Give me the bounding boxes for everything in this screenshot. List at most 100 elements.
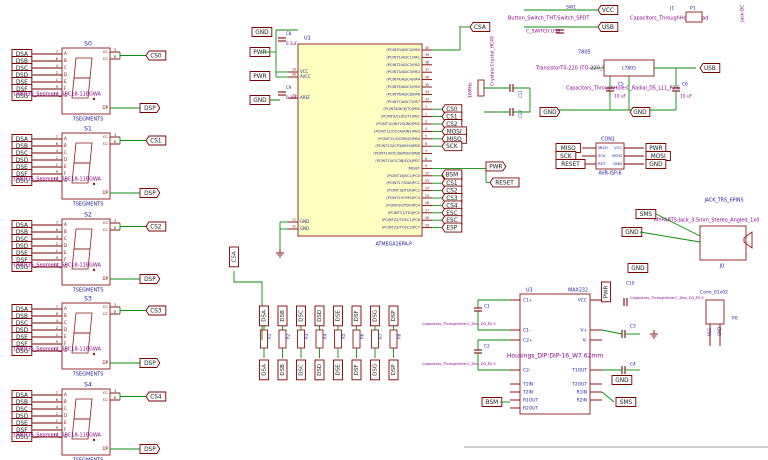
digit-1-dsp-label: DSP [139, 188, 161, 198]
digit-3-label-dsf-text: DSF [16, 342, 27, 348]
res-5-top-label-box [351, 305, 362, 327]
digit-2-cc-name2: CC [103, 227, 109, 232]
digit-4-seg-lower [71, 418, 91, 440]
digit-3-pin-num-6: 10 [54, 347, 58, 351]
jack-gnd-label-box [621, 227, 643, 237]
isp-rpin-2: GND [613, 161, 622, 166]
reg-ref: 7805 [578, 50, 591, 56]
mcu-pin-num-33: 33 [425, 98, 429, 102]
max-pwr-label: PWR [601, 281, 611, 303]
digit-2-label-dsg: DSG [11, 262, 33, 272]
res-3-ref: R4 [323, 333, 328, 339]
max-gnd-label-2-box [611, 375, 633, 385]
top-p1-ref: P1 [690, 6, 696, 12]
mcu-pin-name-3: (PCINT10/INT2/AIN0)PB2 [376, 122, 420, 126]
digit-2-label-dsb-text: DSB [16, 230, 28, 236]
reg-out-label-text: USB [704, 66, 716, 72]
max-c3-wire [601, 329, 623, 335]
res-2-ref: R3 [304, 333, 309, 339]
reg-gnd-label-left-box [539, 107, 561, 117]
mcu-lpin-num-11: 11 [292, 218, 296, 222]
p0-ref: P0 [732, 316, 738, 322]
res-csa-label-box [229, 246, 239, 268]
mcu-pin-name-23: (PCINT17/SDA)PC1 [386, 181, 420, 185]
max-rpin-1: V+ [580, 328, 587, 334]
jack-fp: MYPARTS:Jack_3.5mm_Stereo_Angled_1x0 [654, 218, 759, 224]
res-4-top-label-text: DSE [336, 310, 342, 322]
top-usb-label-text: USB [602, 25, 614, 31]
isp-label-miso-text: MISO [561, 146, 576, 152]
digit-3-label-dsg-box [11, 346, 33, 356]
reg-gnd-label-left-text: GND [543, 110, 557, 116]
max-lpin-3: C2- [523, 368, 531, 374]
mcu-pin-name-24: (PCINT18/TCK)PC2 [387, 189, 420, 193]
digit-0-pin-name-1: B [64, 58, 67, 63]
mcu-pin-num-3: 3 [425, 120, 427, 124]
jack-gnd-wire [639, 231, 701, 243]
digit-0-label-dsb-text: DSB [16, 59, 28, 65]
digit-2-label-dsg-text: DSG [16, 265, 29, 271]
max-c10-ref: C10 [626, 281, 635, 287]
mcu-gnd-label-2: GND [249, 95, 271, 105]
mcu-pin-num-27: 27 [425, 209, 429, 213]
res-6-ref: R7 [378, 333, 383, 339]
digit-4-ref: S4 [84, 382, 92, 389]
mcu-pin-num-5: 5 [425, 135, 427, 139]
top-j1-ref: J1 [669, 6, 674, 12]
digit-0-body [61, 47, 111, 115]
digit-1-seg-lower [71, 162, 91, 184]
res-csa-wire [233, 271, 263, 340]
digit-0-pin-name-2: C [64, 65, 67, 70]
digit-0-pin-num-5: 9 [56, 85, 58, 89]
digit-0-ref: S0 [84, 41, 92, 48]
digit-1-dp-name: DP [103, 190, 109, 195]
sw1-ref: SW1 [566, 5, 576, 11]
res-2-bot-label-box [296, 359, 306, 381]
mcu-c8-ref: C8 [286, 31, 292, 36]
mcu-pin-num-37: 37 [425, 68, 429, 72]
res-3-top-label-text: DSD [317, 310, 323, 322]
crystal-fp: Crystals:Crystal_HC49 [490, 36, 496, 86]
digit-2-seg-lower [71, 248, 91, 270]
res-5-top-label: DSF [351, 305, 362, 327]
mcu-rlabel-24: ESP [441, 222, 463, 233]
mcu-rlabel-24-box [441, 222, 463, 233]
mcu-pin-name-29: (PCINT23/TOSC2)PC7 [382, 226, 420, 230]
crystal-c12-ref: C12 [518, 110, 523, 118]
digit-3-dsp-label-box [139, 358, 161, 368]
digit-2-pin-name-2: C [64, 236, 67, 241]
digit-4-pin-name-1: B [64, 399, 67, 404]
digit-4-pin-num-6: 10 [54, 433, 58, 437]
max-c1-ref: C1 [484, 304, 490, 310]
digit-2-label-dsa-text: DSA [16, 223, 28, 229]
digit-3-label-dsd-text: DSD [16, 328, 29, 334]
digit-2-pin-num-4: 1 [56, 249, 58, 253]
digit-2-dsp-label: DSP [139, 274, 161, 284]
digit-3-dp-name: DP [103, 360, 109, 365]
mcu-pin-name-38: (PCINT2/ADC2)PA2 [386, 63, 420, 67]
digit-4-value: 7SEGMENTS [73, 458, 104, 460]
max-c10-fp: Capacitors_ThroughHole:C_Disc_D3_P2.5 [630, 296, 704, 300]
max-gnd-label-text: GND [631, 266, 645, 272]
mcu-pin-num-39: 39 [425, 53, 429, 57]
mcu-pin-num-35: 35 [425, 83, 429, 87]
res-3-top-label: DSD [314, 305, 325, 327]
top-p1-body [685, 11, 703, 23]
max-rpin-3: T1OUT [571, 368, 587, 374]
digit-1-cc-num2: 8 [114, 140, 116, 144]
res-0-bot-label: DSA [259, 359, 269, 381]
digit-4-pin-name-0: A [64, 392, 67, 397]
digit-3-cs-label-box [145, 305, 167, 316]
digit-4-pin-name-5: F [64, 427, 67, 432]
digit-3-seg-lower [71, 332, 91, 354]
digit-4-label-dsd-text: DSD [16, 414, 29, 420]
res-5-bot-label-text: DSF [354, 364, 360, 375]
reg-value: L7805 [622, 66, 636, 72]
digit-4-pin-num-2: 4 [56, 405, 59, 409]
digit-0-pin-num-2: 4 [56, 64, 59, 68]
mcu-bsm-label-box [441, 169, 463, 180]
res-6-bot-label-box [370, 359, 380, 381]
digit-0-pin-num-3: 2 [56, 71, 58, 75]
digit-1-pin-name-4: E [64, 164, 67, 169]
